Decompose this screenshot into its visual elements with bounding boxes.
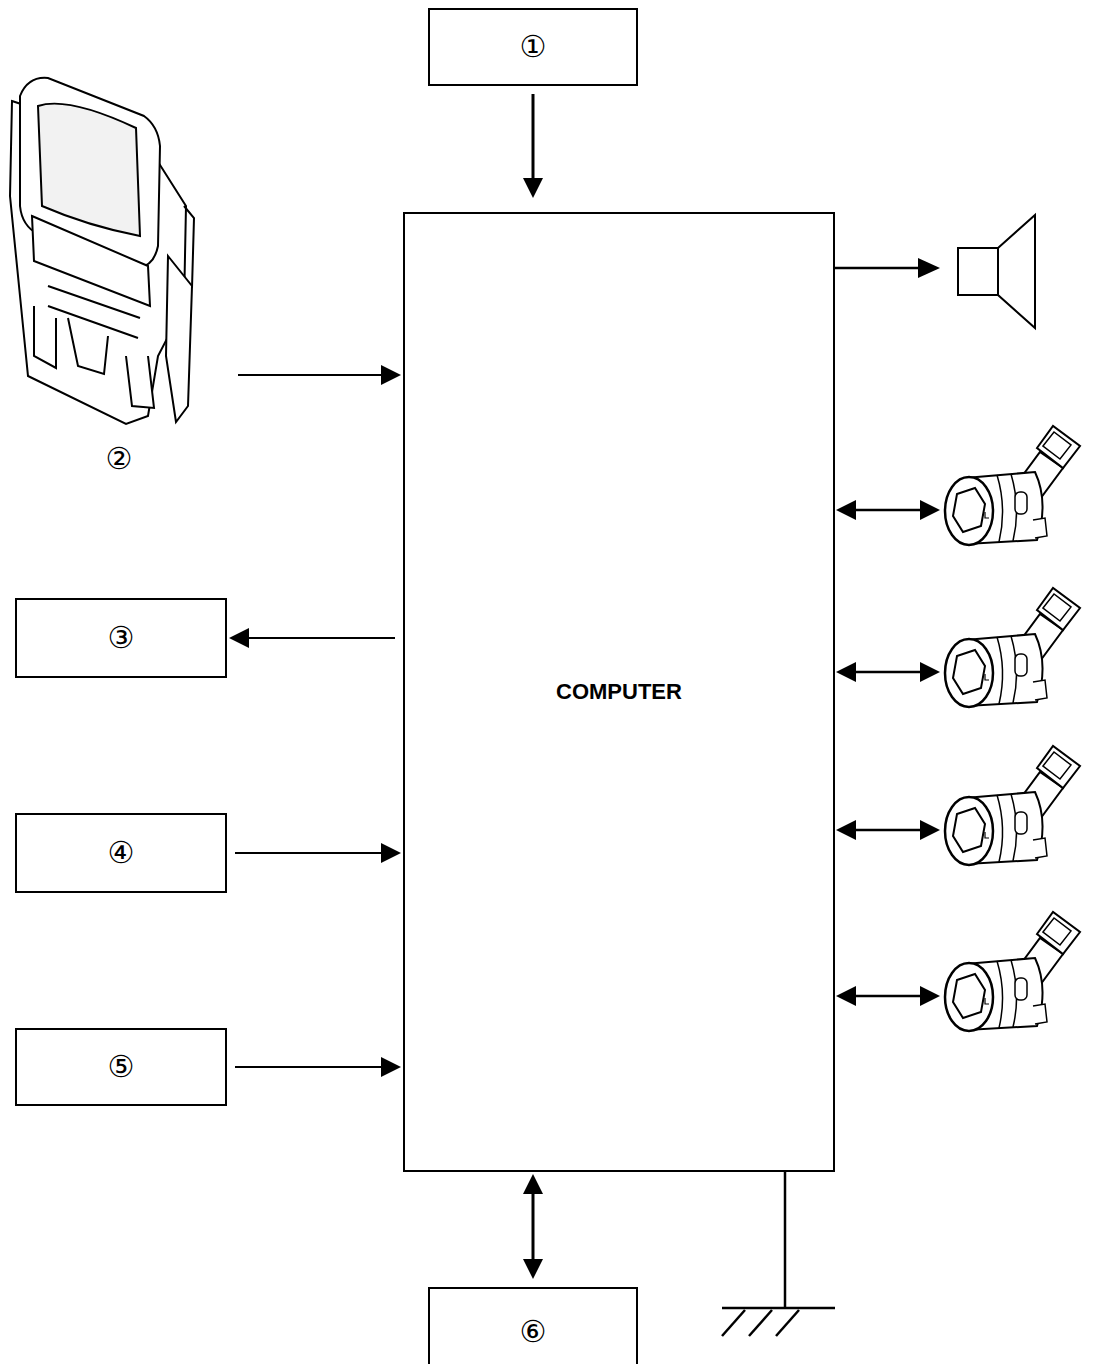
arrowhead xyxy=(523,1174,543,1194)
computer-box: COMPUTER xyxy=(403,212,835,1172)
ultrasonic-sensors xyxy=(836,426,1080,1031)
arrowhead xyxy=(381,1057,401,1077)
speaker-symbol xyxy=(835,215,1035,328)
signal-connector xyxy=(235,1066,383,1068)
callout-number: ③ xyxy=(108,623,135,653)
ground-symbol xyxy=(722,1172,835,1336)
callout-number: ④ xyxy=(108,838,135,868)
signal-connector xyxy=(247,637,395,639)
arrowhead xyxy=(381,843,401,863)
signal-connector xyxy=(235,852,383,854)
callout-number: ⑤ xyxy=(108,1052,135,1082)
arrowhead xyxy=(523,1259,543,1279)
arrowhead xyxy=(381,365,401,385)
callout-number: ② xyxy=(8,444,230,474)
signal-connector xyxy=(238,374,383,376)
unit-label: COMPUTER xyxy=(556,679,682,705)
signal-connector xyxy=(532,94,535,180)
numbered-box: ⑥ xyxy=(428,1287,638,1364)
numbered-box: ① xyxy=(428,8,638,86)
callout-number: ⑥ xyxy=(520,1317,547,1347)
arrowhead xyxy=(229,628,249,648)
numbered-box: ③ xyxy=(15,598,227,678)
signal-connector xyxy=(532,1192,535,1261)
numbered-box: ⑤ xyxy=(15,1028,227,1106)
callout-number: ① xyxy=(520,32,547,62)
numbered-box: ④ xyxy=(15,813,227,893)
rocker-switch-drawing xyxy=(8,50,230,480)
switch-illustration: ② xyxy=(8,50,230,480)
arrowhead xyxy=(523,178,543,198)
